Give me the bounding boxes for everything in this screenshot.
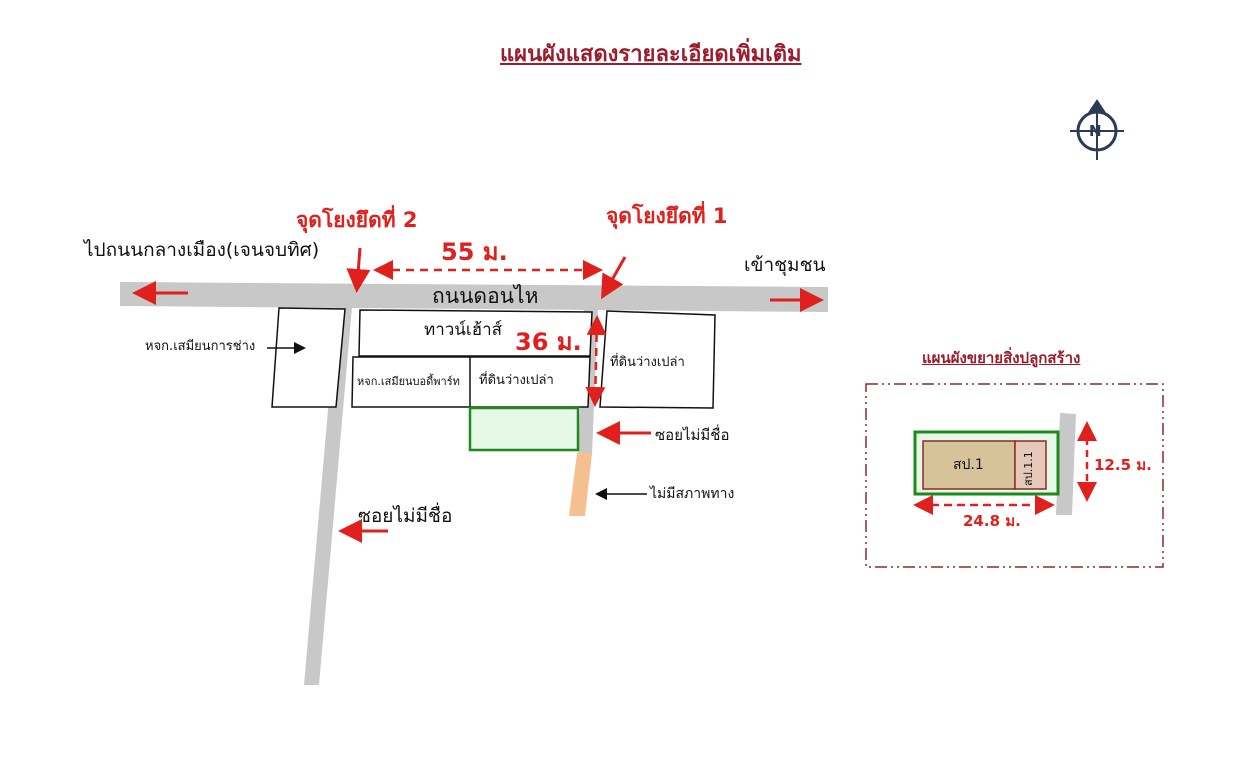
vacant-right-label: ที่ดินว่างเปล่า [610, 355, 685, 370]
soi-right-label: ซอยไม่มีชื่อ [655, 426, 730, 444]
building-1 [922, 440, 1016, 490]
inset-length-label: 24.8 ม. [963, 512, 1021, 530]
inset-frame [865, 383, 1164, 568]
distance-55m: 55 ม. [441, 238, 508, 266]
soi-left-label: ซอยไม่มีชื่อ [358, 505, 453, 527]
building-1-1 [1014, 440, 1047, 490]
townhouse-label: ทาวน์เฮ้าส์ [424, 320, 503, 340]
left-partnership-label: หจก.เสมียนการช่าง [145, 339, 256, 354]
no-road-label: ไม่มีสภาพทาง [650, 486, 735, 502]
compass-letter: N [1089, 122, 1102, 140]
vacant-center-label: ที่ดินว่างเปล่า [479, 373, 554, 388]
building-1-1-label: สป.1.1 [1022, 451, 1035, 486]
left-soi-road [304, 307, 352, 685]
anchor-point-2-label: จุดโยงยึดที่ 2 [296, 208, 418, 232]
to-community-label: เข้าชุมชน [744, 254, 826, 276]
anchor-point-1-label: จุดโยงยึดที่ 1 [606, 204, 728, 228]
inset-width-label: 12.5 ม. [1094, 456, 1152, 474]
main-road [120, 282, 828, 312]
north-compass-icon [1070, 99, 1124, 160]
distance-36m: 36 ม. [515, 328, 582, 356]
no-road-segment [569, 453, 592, 516]
building-1-label: สป.1 [953, 457, 984, 473]
body-part-label: หจก.เสมียนบอดี้พาร์ท [357, 375, 460, 388]
page-title: แผนผังแสดงรายละเอียดเพิ่มเติม [500, 42, 802, 67]
to-city-label: ไปถนนกลางเมือง(เจนจบทิศ) [84, 239, 320, 261]
subject-plot [468, 406, 580, 452]
inset-road [1056, 413, 1076, 515]
road-name: ถนนดอนไห [432, 284, 539, 308]
parcel-left [271, 307, 346, 408]
parcel-lower-row [351, 356, 591, 408]
inset-title: แผนผังขยายสิ่งปลูกสร้าง [922, 349, 1081, 367]
